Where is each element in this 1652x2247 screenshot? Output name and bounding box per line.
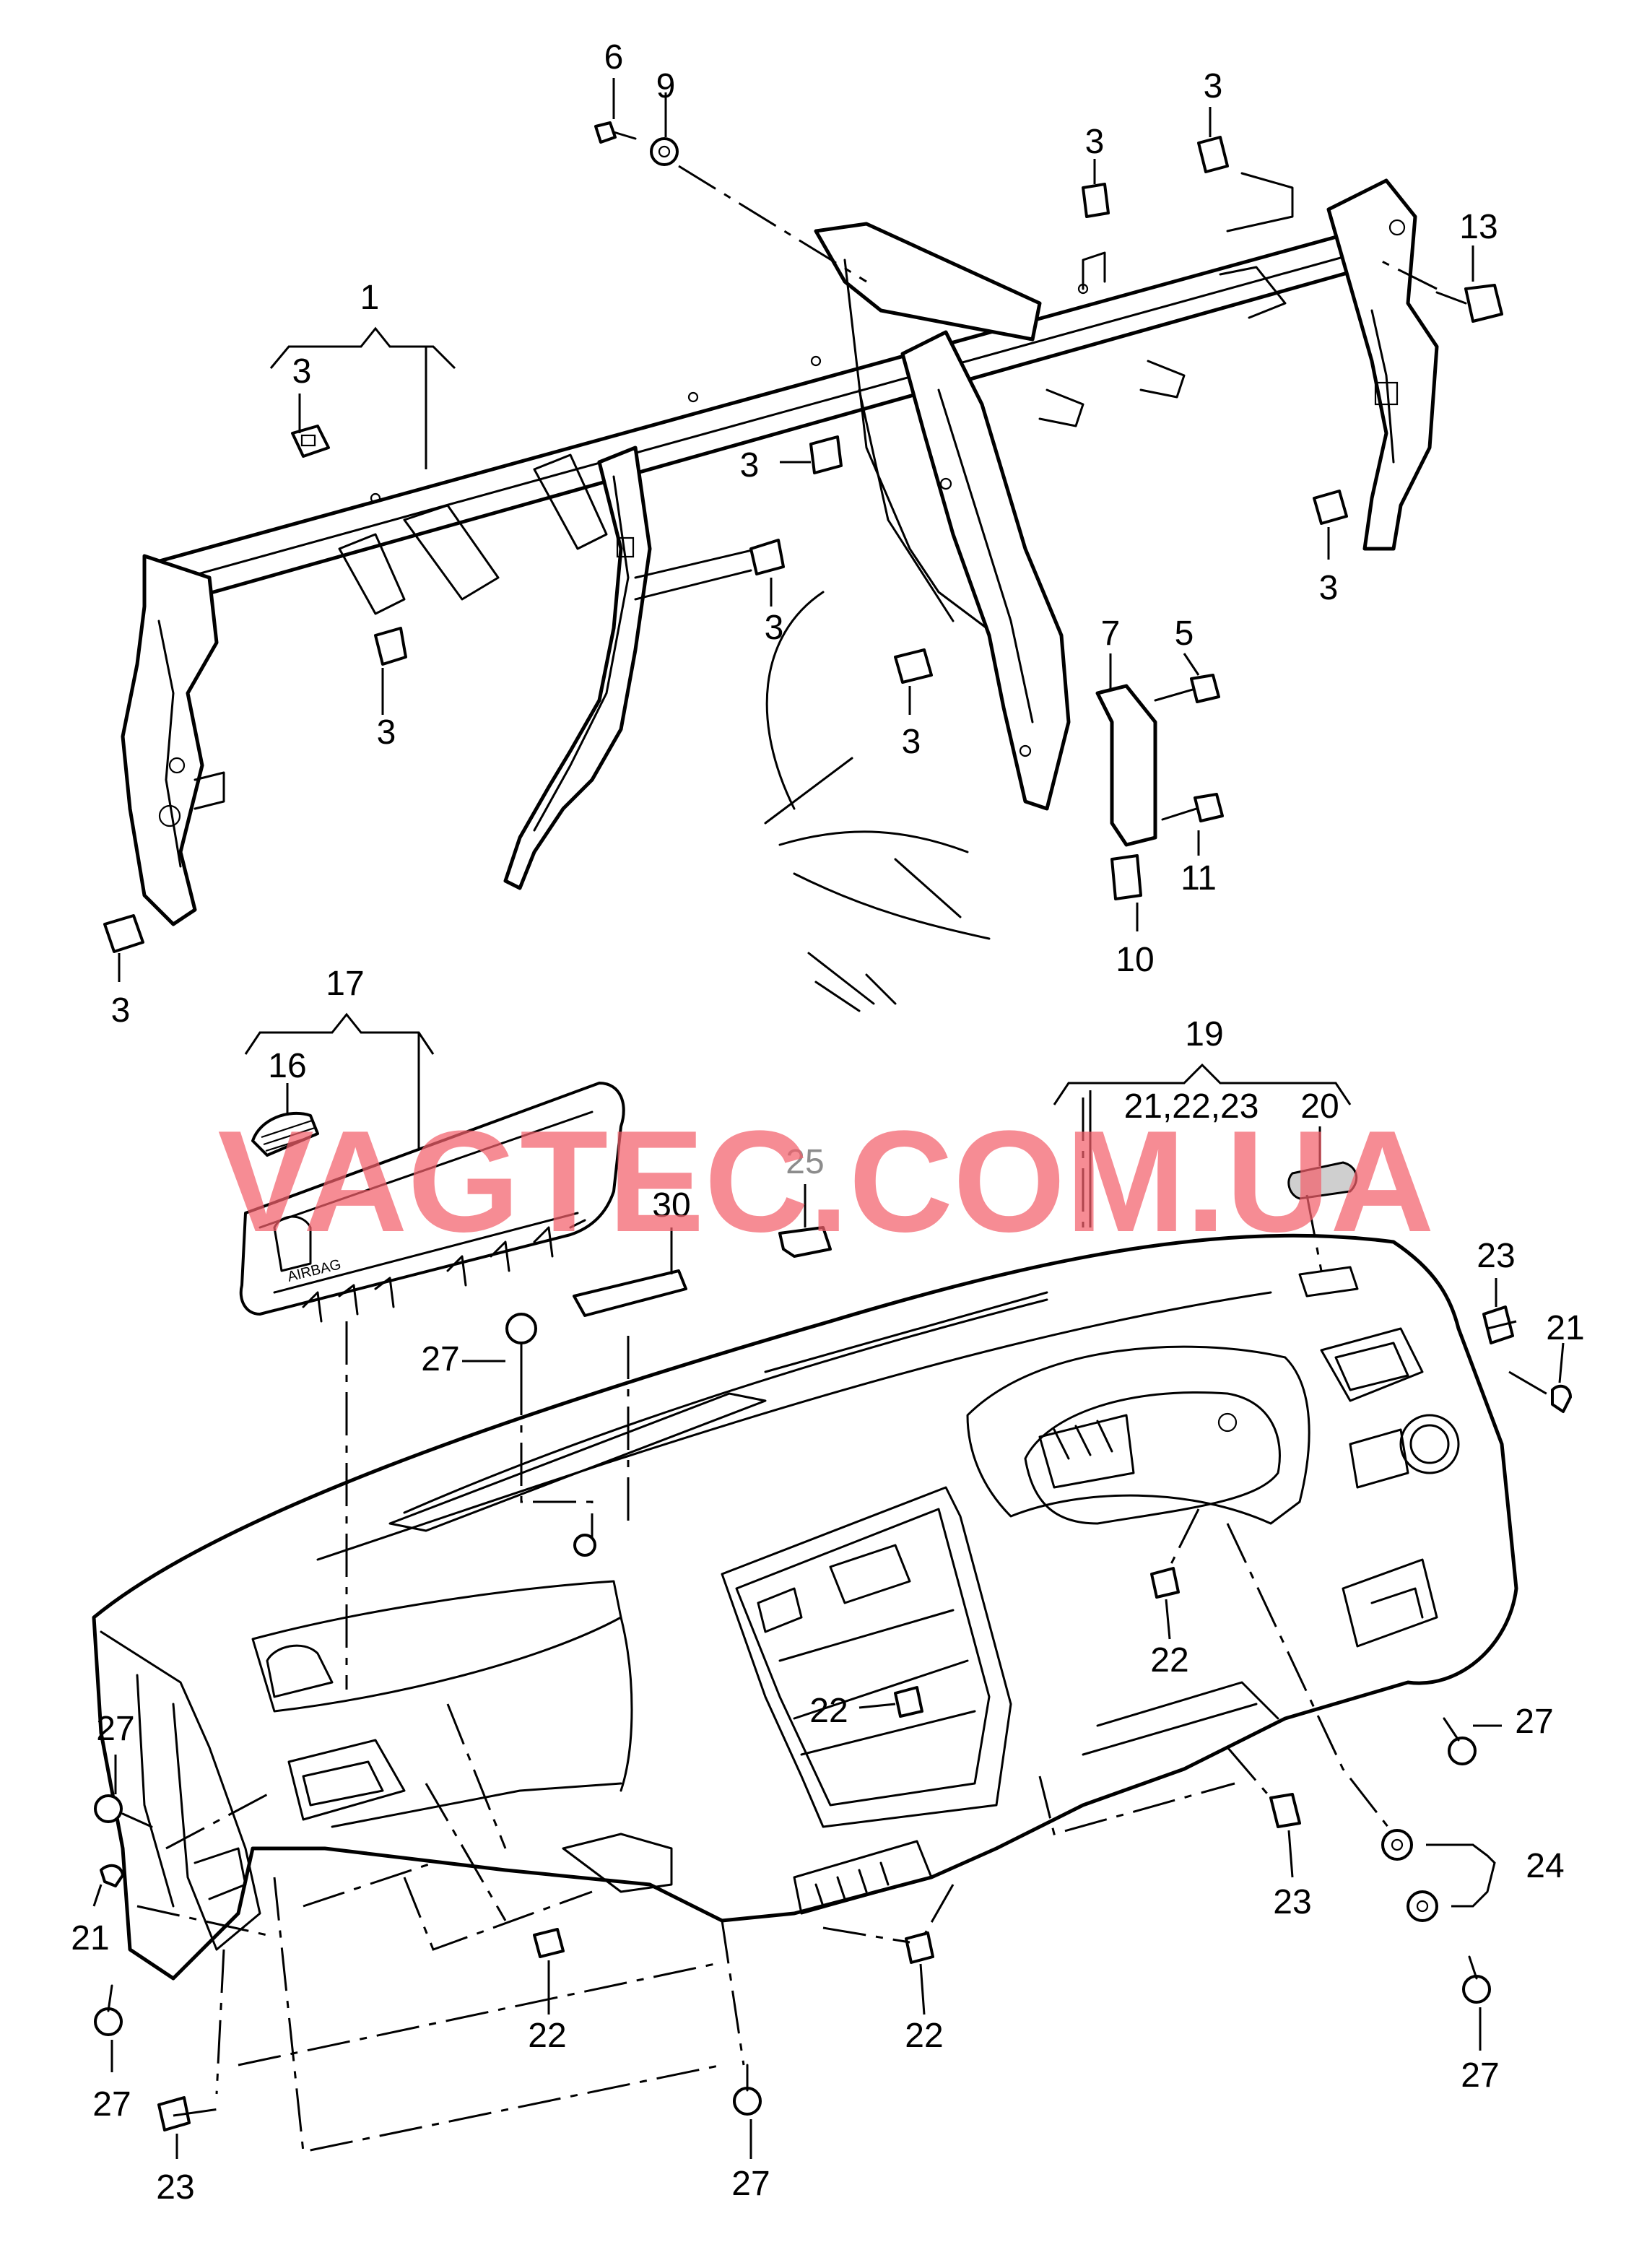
callout-3: 3 (1204, 67, 1223, 105)
callout-labels: 1 3 3 3 3 3 3 3 3 3 5 6 7 9 10 11 13 16 … (71, 38, 1584, 2207)
callout-20: 20 (1300, 1087, 1339, 1126)
passenger-airbag-module: AIRBAG (239, 1082, 625, 1323)
clip-nut-group (103, 136, 1348, 953)
dashboard (92, 1233, 1518, 1981)
callout-13: 13 (1459, 208, 1497, 246)
callout-23: 23 (156, 2168, 194, 2207)
clip-25 (778, 1226, 832, 1258)
callout-10: 10 (1116, 941, 1154, 979)
lower-fasteners (94, 1305, 1572, 2131)
callout-30: 30 (652, 1186, 690, 1225)
callout-22: 22 (528, 2017, 566, 2055)
callout-11: 11 (1181, 859, 1217, 898)
cross-member (121, 172, 1439, 1012)
callout-5: 5 (1175, 614, 1194, 653)
vent-grille-16 (251, 1111, 319, 1157)
callout-27: 27 (421, 1340, 459, 1378)
callout-3: 3 (292, 352, 312, 391)
callout-21: 21 (71, 1919, 109, 1957)
callout-22: 22 (1150, 1641, 1188, 1679)
callout-3: 3 (1085, 123, 1105, 161)
callout-27: 27 (1515, 1703, 1553, 1741)
callout-21: 21 (1546, 1309, 1584, 1347)
callout-24: 24 (1526, 1847, 1564, 1885)
callout-27: 27 (96, 1710, 134, 1748)
callout-21-22-23: 21,22,23 (1124, 1087, 1259, 1126)
callout-23: 23 (1477, 1237, 1515, 1275)
callout-3: 3 (740, 446, 760, 484)
bolt-group (594, 121, 1503, 822)
callout-3: 3 (1319, 569, 1339, 607)
callout-3: 3 (765, 609, 784, 647)
callout-27: 27 (1461, 2056, 1499, 2095)
watermark: VAGTEC.COM.UA (217, 1101, 1434, 1262)
callout-3: 3 (111, 991, 131, 1030)
callout-27: 27 (92, 2085, 131, 2124)
cover-plate-30 (573, 1269, 687, 1317)
vent-20 (1287, 1161, 1358, 1200)
assembly-lines (136, 1098, 1553, 2153)
callout-22: 22 (905, 2017, 943, 2055)
callout-3: 3 (377, 713, 396, 752)
callout-7: 7 (1101, 614, 1121, 653)
callout-3: 3 (902, 723, 921, 761)
callout-16: 16 (268, 1047, 306, 1085)
leader-lines (92, 78, 1565, 2159)
callout-27: 27 (731, 2165, 770, 2203)
callout-19: 19 (1185, 1015, 1223, 1053)
callout-17: 17 (326, 965, 364, 1003)
callout-1: 1 (360, 279, 380, 317)
callout-25: 25 (786, 1143, 824, 1181)
callout-6: 6 (604, 38, 624, 77)
callout-23: 23 (1273, 1883, 1311, 1921)
callout-22: 22 (809, 1692, 848, 1730)
callout-9: 9 (656, 67, 676, 105)
